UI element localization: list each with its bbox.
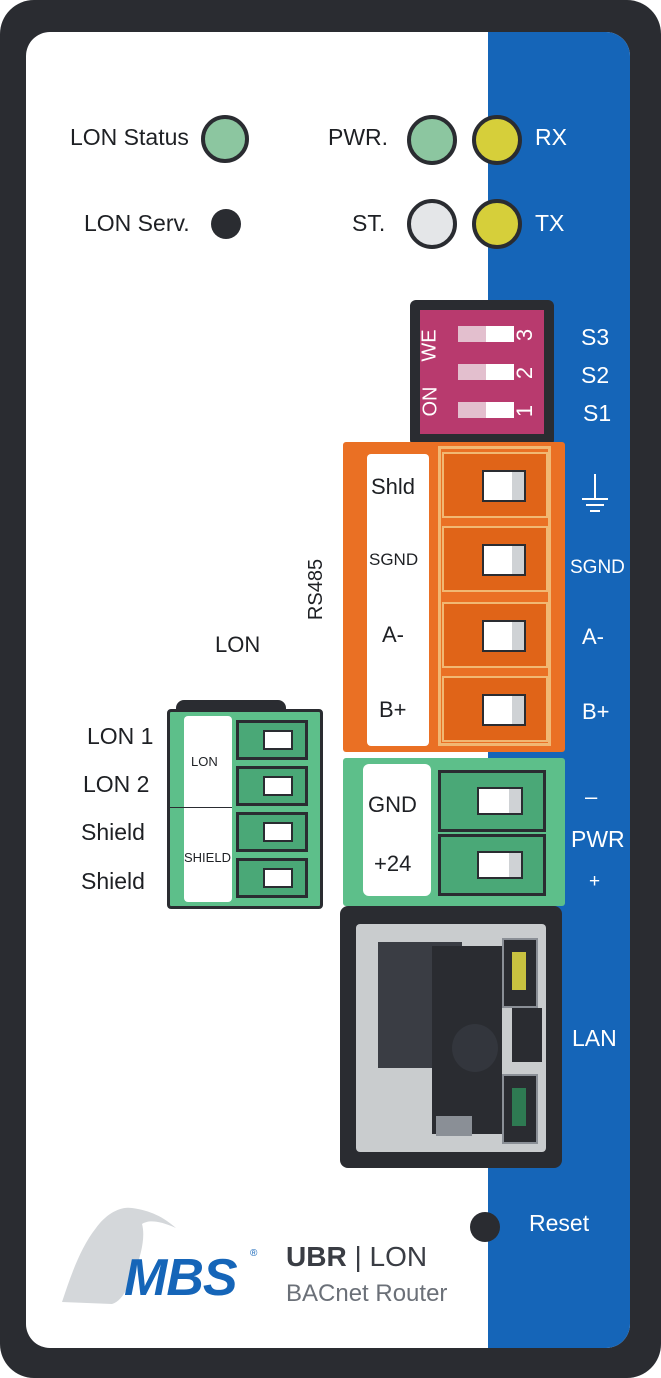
lon-screw-4[interactable] <box>236 858 308 898</box>
power-minus: – <box>585 784 598 809</box>
rs485-outer-b: B+ <box>582 699 610 724</box>
product-name: UBR | LON <box>286 1241 427 1273</box>
power-screw-2[interactable] <box>438 834 546 896</box>
lon-title: LON <box>215 632 261 657</box>
lon-status-label: LON Status <box>70 124 189 150</box>
rs485-label-strip <box>367 454 429 746</box>
tx-led <box>472 199 522 249</box>
mbs-logo: MBS <box>124 1249 238 1307</box>
dip-we-label: WE <box>418 329 441 362</box>
lon-inner-lon: LON <box>191 754 218 769</box>
rs485-screw-4[interactable] <box>442 676 548 742</box>
rs485-pin-b: B+ <box>379 697 407 722</box>
lon-screw-1[interactable] <box>236 720 308 760</box>
power-screw-1[interactable] <box>438 770 546 832</box>
st-led <box>407 199 457 249</box>
switch-s2-label: S2 <box>581 362 610 388</box>
dip-switch-2[interactable] <box>458 364 514 380</box>
lon-pin-2: LON 2 <box>83 771 150 797</box>
power-label-strip <box>363 764 431 896</box>
dip-number-1: 1 <box>512 404 538 418</box>
penguin-logo-icon <box>62 1207 176 1304</box>
lon-pin-shield-1: Shield <box>81 819 145 845</box>
power-pin-gnd: GND <box>368 792 417 817</box>
dip-switch: ON WE 3 2 1 <box>418 310 544 434</box>
rs485-outer-sgnd: SGND <box>570 557 625 578</box>
product-subtitle: BACnet Router <box>286 1280 448 1307</box>
pwr-led-label: PWR. <box>328 124 389 150</box>
rs485-pin-shld: Shld <box>371 474 416 499</box>
lon-screw-2[interactable] <box>236 766 308 806</box>
lon-label-strip <box>184 716 232 902</box>
dip-on-label: ON <box>419 386 442 417</box>
ground-icon <box>582 474 608 512</box>
lon-pin-1: LON 1 <box>87 723 154 749</box>
switch-s3-label: S3 <box>581 324 610 350</box>
power-label: PWR <box>571 826 625 852</box>
rs485-pin-a: A- <box>382 622 404 647</box>
product-separator: | <box>354 1241 362 1272</box>
reset-button[interactable] <box>470 1212 500 1242</box>
lon-pin-shield-2: Shield <box>81 868 145 894</box>
lon-serv-label: LON Serv. <box>84 210 190 236</box>
st-led-label: ST. <box>352 210 386 236</box>
rx-led <box>472 115 522 165</box>
registered-mark: ® <box>250 1248 258 1259</box>
rs485-screw-1[interactable] <box>442 452 548 518</box>
rx-label: RX <box>535 124 567 150</box>
lan-port[interactable] <box>340 906 562 1168</box>
dip-switch-1[interactable] <box>458 402 514 418</box>
lon-screw-3[interactable] <box>236 812 308 852</box>
power-plus: + <box>589 871 601 892</box>
product-rest: LON <box>369 1241 428 1272</box>
lan-label: LAN <box>572 1025 617 1051</box>
lan-activity-led <box>512 1088 526 1126</box>
reset-label: Reset <box>529 1210 590 1236</box>
tx-label: TX <box>535 210 565 236</box>
lan-link-led <box>512 952 526 990</box>
pwr-led <box>407 115 457 165</box>
power-pin-24: +24 <box>374 851 412 876</box>
product-bold: UBR <box>286 1241 347 1272</box>
dip-number-2: 2 <box>512 366 538 380</box>
lon-inner-shield: SHIELD <box>184 850 231 865</box>
rs485-screw-2[interactable] <box>442 526 548 592</box>
rs485-title: RS485 <box>305 558 328 621</box>
lon-status-led <box>201 115 249 163</box>
rs485-outer-a: A- <box>582 624 604 649</box>
lon-service-button[interactable] <box>211 209 241 239</box>
rs485-screw-3[interactable] <box>442 602 548 668</box>
rs485-pin-sgnd: SGND <box>369 550 419 569</box>
switch-s1-label: S1 <box>583 400 612 426</box>
dip-switch-3[interactable] <box>458 326 514 342</box>
dip-number-3: 3 <box>512 328 538 342</box>
